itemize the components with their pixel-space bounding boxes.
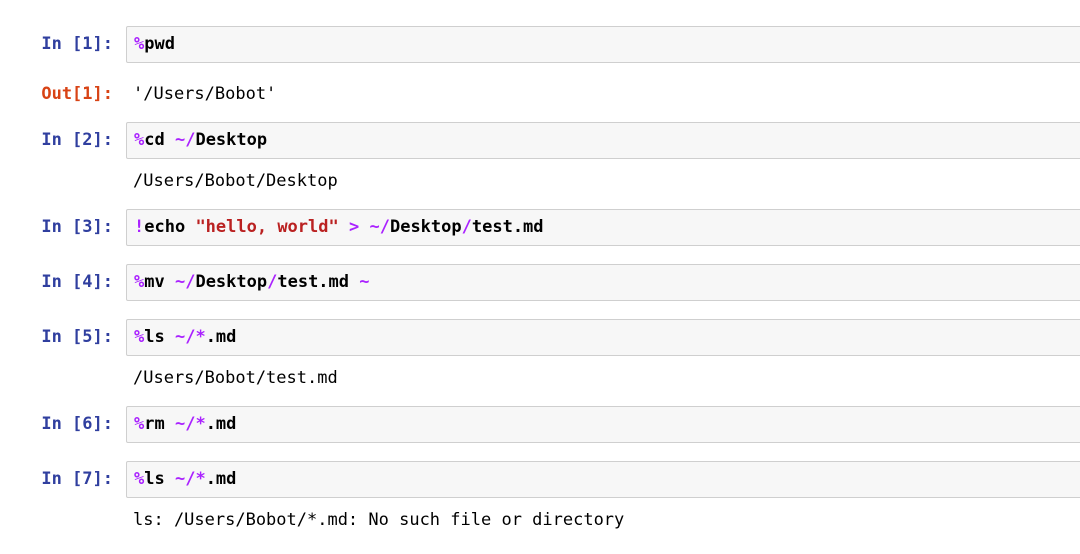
code-token: %: [134, 272, 145, 292]
notebook-cell: In [7]: %ls ~/*.md ls: /Users/Bobot/*.md…: [0, 461, 1080, 530]
code-token: ~/*: [174, 327, 206, 347]
code-input[interactable]: %pwd: [126, 26, 1080, 63]
cell-input-area: In [2]: %cd ~/Desktop: [0, 122, 1080, 159]
code-token: .md: [205, 469, 237, 489]
code-input[interactable]: %cd ~/Desktop: [126, 122, 1080, 159]
notebook: In [1]: %pwd Out[1]:'/Users/Bobot' In [2…: [0, 26, 1080, 530]
input-prompt: In [5]:: [41, 327, 113, 347]
output-prompt: Out[1]:: [41, 84, 113, 104]
cell-outputs: /Users/Bobot/Desktop: [0, 172, 1080, 191]
code-token: test.md: [471, 217, 544, 237]
code-line: %ls ~/*.md: [134, 328, 1077, 347]
code-token: %: [134, 130, 145, 150]
output-stream-row: ls: /Users/Bobot/*.md: No such file or d…: [0, 511, 1080, 530]
code-token: ls: [144, 469, 175, 489]
code-token: ~/: [174, 272, 196, 292]
input-prompt: In [3]:: [41, 217, 113, 237]
cell-outputs: /Users/Bobot/test.md: [0, 369, 1080, 388]
code-line: %pwd: [134, 35, 1077, 54]
code-token: .md: [205, 414, 237, 434]
code-token: [339, 217, 349, 237]
code-token: Desktop: [195, 272, 268, 292]
code-token: Desktop: [389, 217, 462, 237]
notebook-cell: In [5]: %ls ~/*.md /Users/Bobot/test.md: [0, 319, 1080, 388]
code-token: Desktop: [195, 130, 268, 150]
code-token: pwd: [144, 34, 175, 54]
code-token: %: [134, 34, 145, 54]
code-token: ~/: [369, 217, 390, 237]
output-stream-row: /Users/Bobot/Desktop: [0, 172, 1080, 191]
code-token: ~/*: [174, 414, 206, 434]
code-token: >: [348, 217, 360, 237]
code-line: %rm ~/*.md: [134, 415, 1077, 434]
code-token: %: [134, 327, 145, 347]
code-token: /: [267, 272, 278, 292]
output-text: /Users/Bobot/test.md: [133, 368, 338, 388]
code-input[interactable]: %rm ~/*.md: [126, 406, 1080, 443]
code-token: !: [134, 217, 145, 237]
code-token: %: [134, 414, 145, 434]
code-token: .md: [205, 327, 237, 347]
code-token: rm: [144, 414, 175, 434]
notebook-cell: In [6]: %rm ~/*.md: [0, 406, 1080, 443]
cell-input-area: In [5]: %ls ~/*.md: [0, 319, 1080, 356]
cell-input-area: In [6]: %rm ~/*.md: [0, 406, 1080, 443]
notebook-cell: In [3]: !echo "hello, world" > ~/Desktop…: [0, 209, 1080, 246]
notebook-cell: In [4]: %mv ~/Desktop/test.md ~: [0, 264, 1080, 301]
input-prompt: In [6]:: [41, 414, 113, 434]
code-token: test.md: [277, 272, 360, 292]
code-token: cd: [144, 130, 175, 150]
cell-outputs: ls: /Users/Bobot/*.md: No such file or d…: [0, 511, 1080, 530]
code-token: [359, 217, 369, 237]
code-token: mv: [144, 272, 175, 292]
notebook-cell: In [2]: %cd ~/Desktop /Users/Bobot/Deskt…: [0, 122, 1080, 191]
input-prompt: In [4]:: [41, 272, 113, 292]
code-token: echo: [144, 217, 196, 237]
code-line: %mv ~/Desktop/test.md ~: [134, 273, 1077, 292]
output-stream-row: /Users/Bobot/test.md: [0, 369, 1080, 388]
code-line: !echo "hello, world" > ~/Desktop/test.md: [134, 218, 1077, 237]
code-token: %: [134, 469, 145, 489]
code-input[interactable]: %ls ~/*.md: [126, 461, 1080, 498]
output-text: '/Users/Bobot': [133, 84, 277, 104]
code-input[interactable]: %mv ~/Desktop/test.md ~: [126, 264, 1080, 301]
code-token: ~/: [174, 130, 196, 150]
code-token: ~/*: [174, 469, 206, 489]
cell-input-area: In [3]: !echo "hello, world" > ~/Desktop…: [0, 209, 1080, 246]
input-prompt: In [2]:: [41, 130, 113, 150]
output-text: ls: /Users/Bobot/*.md: No such file or d…: [133, 510, 625, 530]
input-prompt: In [7]:: [41, 469, 113, 489]
cell-input-area: In [7]: %ls ~/*.md: [0, 461, 1080, 498]
code-line: %cd ~/Desktop: [134, 131, 1077, 150]
notebook-cell: In [1]: %pwd Out[1]: '/Users/Bobot': [0, 26, 1080, 104]
cell-outputs: Out[1]: '/Users/Bobot': [0, 85, 1080, 104]
code-line: %ls ~/*.md: [134, 470, 1077, 489]
code-token: "hello, world": [195, 217, 339, 237]
code-token: ls: [144, 327, 175, 347]
code-token: /: [461, 217, 472, 237]
code-input[interactable]: %ls ~/*.md: [126, 319, 1080, 356]
output-text: /Users/Bobot/Desktop: [133, 171, 338, 191]
code-token: ~: [359, 272, 370, 292]
input-prompt: In [1]:: [41, 34, 113, 54]
cell-input-area: In [4]: %mv ~/Desktop/test.md ~: [0, 264, 1080, 301]
cell-input-area: In [1]: %pwd: [0, 26, 1080, 63]
output-result-row: Out[1]: '/Users/Bobot': [0, 85, 1080, 104]
code-input[interactable]: !echo "hello, world" > ~/Desktop/test.md: [126, 209, 1080, 246]
